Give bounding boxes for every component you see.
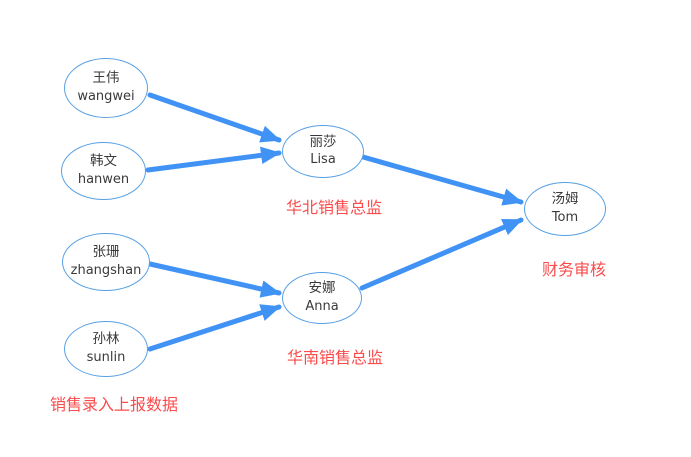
node-zhangshan-name-zh: 张珊 [92,244,120,261]
node-sunlin-name-en: sunlin [86,349,126,365]
edge-sunlin-anna [147,304,282,352]
node-zhangshan-name-en: zhangshan [70,262,142,278]
edge-zhangshan-anna [147,261,282,298]
node-sunlin-name-zh: 孙林 [92,331,120,348]
node-lisa-name-zh: 丽莎 [309,133,337,150]
node-tom-name-zh: 汤姆 [551,191,579,208]
node-anna-name-zh: 安娜 [308,280,336,297]
node-anna: 安娜 Anna [282,272,362,324]
edge-wangwei-lisa [147,92,282,143]
node-anna-name-en: Anna [305,298,339,314]
node-wangwei-name-zh: 王伟 [92,70,120,87]
node-hanwen-name-zh: 韩文 [90,153,117,170]
edge-lisa-tom [360,154,524,206]
node-wangwei-name-en: wangwei [77,88,135,104]
node-zhangshan: 张珊 zhangshan [62,233,150,291]
node-lisa-name-en: Lisa [310,152,336,168]
annotation-south-sales-director: 华南销售总监 [287,348,384,367]
node-tom-name-en: Tom [551,209,579,225]
node-hanwen: 韩文 hanwen [61,142,146,200]
edge-hanwen-lisa [145,146,282,173]
node-hanwen-name-en: hanwen [77,171,130,187]
edge-anna-tom [359,217,524,291]
annotation-north-sales-director: 华北销售总监 [286,198,383,217]
node-lisa: 丽莎 Lisa [282,125,364,178]
annotation-finance-audit: 财务审核 [542,260,607,279]
node-wangwei: 王伟 wangwei [64,58,148,118]
node-sunlin: 孙林 sunlin [64,321,148,377]
annotation-sales-data-entry: 销售录入上报数据 [50,395,179,414]
node-tom: 汤姆 Tom [524,182,606,236]
